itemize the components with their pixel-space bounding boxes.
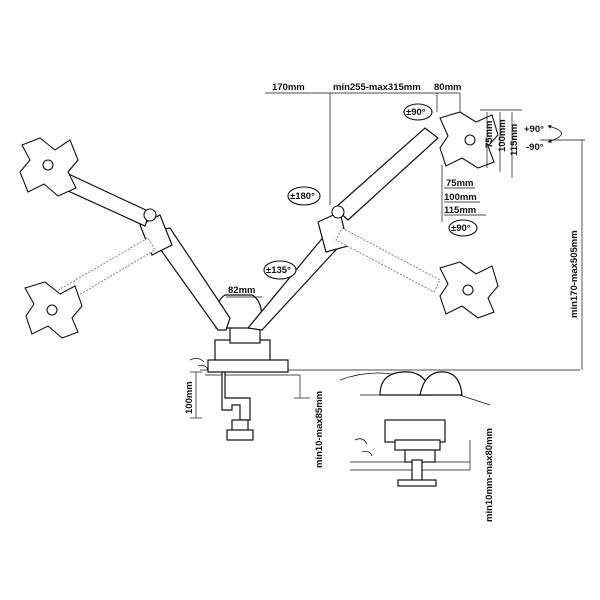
clamp-range-dim [294, 375, 310, 399]
vesa-plate-bottom-left [24, 281, 83, 339]
label-column-width: 82mm [228, 285, 255, 296]
label-joint-swivel: ±135° [266, 265, 291, 276]
label-arm-offset: 80mm [434, 82, 461, 93]
label-vesa-115-horizontal: 115mm [444, 205, 476, 216]
top-dimension-lines [265, 92, 461, 205]
label-swivel-top: ±90° [406, 107, 426, 118]
label-tilt-up: +90° [524, 124, 544, 135]
swivel-badge-bottom [448, 219, 478, 237]
label-base-height: 100mm [184, 381, 195, 414]
label-swivel-bottom: ±90° [451, 223, 471, 234]
label-vesa-75-horizontal: 75mm [446, 178, 473, 189]
arm-swivel-badge [287, 186, 321, 206]
label-vesa-115-vertical: 115mm [509, 124, 520, 156]
left-arm [54, 169, 231, 331]
label-arm-reach-range: min255-max315mm [333, 82, 421, 93]
vesa-side-dims [480, 109, 522, 178]
base-height-dim [190, 371, 202, 419]
label-grommet-range: min10mm-max80mm [484, 428, 495, 522]
base-column [189, 324, 289, 441]
label-arm-reach-left: 170mm [272, 82, 305, 93]
swivel-badge-top [403, 103, 433, 121]
label-tilt-down: -90° [526, 142, 544, 153]
vesa-plate-top-right [439, 111, 499, 169]
label-height-range: min170-max505mm [569, 230, 580, 318]
vesa-bottom-dims [441, 165, 486, 222]
grommet-detail [339, 371, 491, 487]
joint-swivel-badge [263, 260, 297, 280]
tilt-arc [547, 124, 562, 143]
label-vesa-75-vertical: 75mm [484, 121, 495, 148]
right-arm [246, 127, 439, 331]
label-arm-swivel: ±180° [290, 191, 315, 202]
label-clamp-range: min10-max85mm [314, 391, 325, 468]
ghost-arm-right [335, 227, 441, 293]
ghost-arm-left [54, 237, 156, 306]
vesa-plate-top-left [19, 137, 79, 197]
label-vesa-100-horizontal: 100mm [444, 192, 477, 203]
label-vesa-100-vertical: 100mm [497, 119, 508, 152]
vesa-plate-bottom-right [439, 261, 499, 319]
